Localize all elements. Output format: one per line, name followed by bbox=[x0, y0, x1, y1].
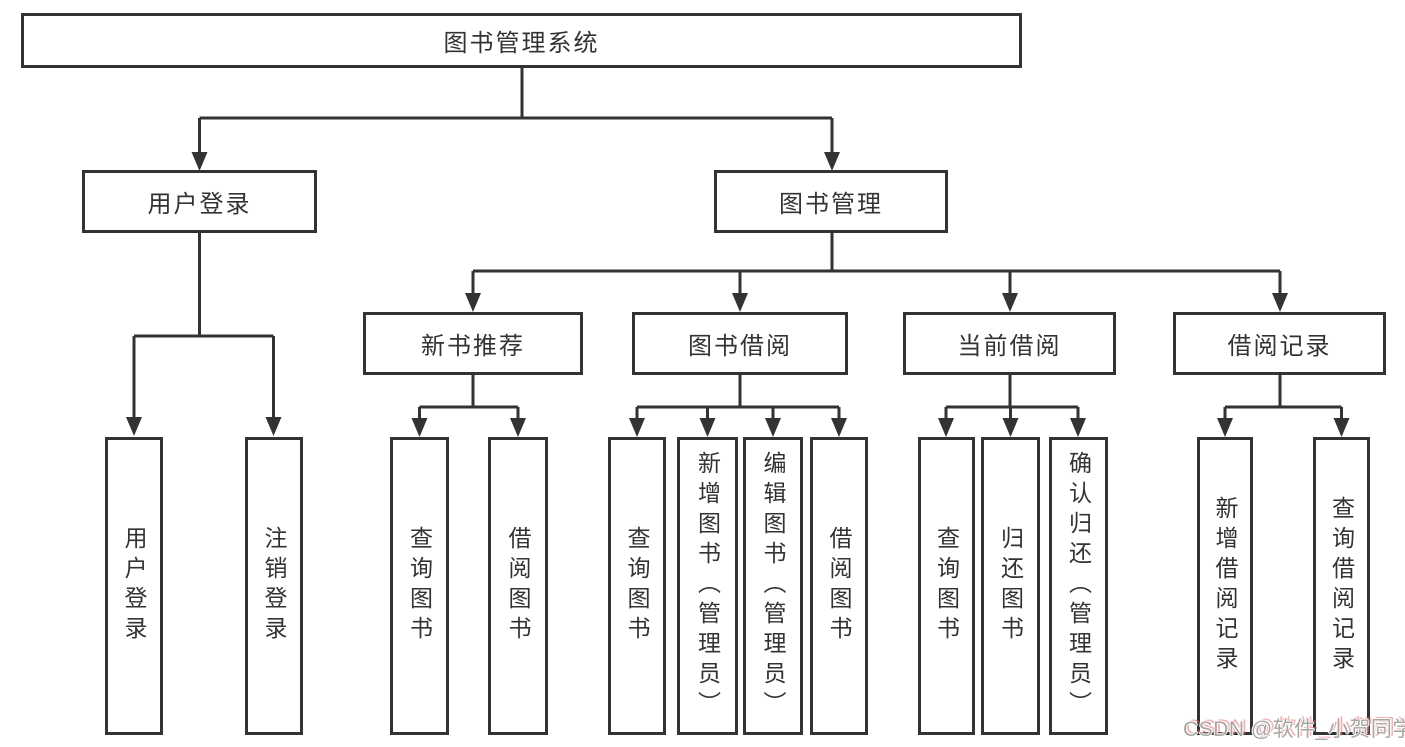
leaf-logout: 注销登录 bbox=[245, 437, 303, 735]
leaf-query-books-borrow: 查询图书 bbox=[608, 437, 666, 735]
leaf-add-book-admin: 新增图书（管理员） bbox=[677, 437, 738, 735]
arrowhead bbox=[191, 152, 208, 171]
leaf-query-books-recommend: 查询图书 bbox=[390, 437, 449, 735]
arrowhead bbox=[465, 293, 481, 312]
connector-lines bbox=[132, 68, 1343, 420]
node-current-borrow: 当前借阅 bbox=[903, 312, 1116, 375]
arrowhead bbox=[510, 418, 526, 437]
leaf-query-borrow-record: 查询借阅记录 bbox=[1313, 437, 1370, 735]
leaf-borrow-books-recommend: 借阅图书 bbox=[488, 437, 548, 735]
arrowhead bbox=[699, 418, 716, 437]
arrowhead bbox=[831, 418, 847, 437]
csdn-watermark: CSDN @软件_小贺同学 bbox=[1183, 718, 1405, 741]
leaf-user-login: 用户登录 bbox=[105, 437, 163, 735]
arrowheads bbox=[126, 152, 1350, 437]
node-root-system: 图书管理系统 bbox=[21, 13, 1022, 68]
leaf-confirm-return-admin: 确认归还（管理员） bbox=[1049, 437, 1108, 735]
arrowhead bbox=[824, 152, 840, 171]
leaf-edit-book-admin: 编辑图书（管理员） bbox=[743, 437, 803, 735]
arrowhead bbox=[126, 417, 142, 436]
node-book-borrow: 图书借阅 bbox=[632, 312, 848, 375]
arrowhead bbox=[411, 418, 428, 437]
arrowhead bbox=[1333, 418, 1350, 437]
arrowhead bbox=[732, 293, 748, 312]
leaf-return-book: 归还图书 bbox=[981, 437, 1040, 735]
leaf-query-books-current: 查询图书 bbox=[918, 437, 975, 735]
arrowhead bbox=[265, 417, 282, 436]
leaf-borrow-books: 借阅图书 bbox=[810, 437, 868, 735]
arrowhead bbox=[765, 418, 781, 437]
arrowhead bbox=[938, 418, 954, 437]
arrowhead bbox=[1002, 293, 1018, 312]
arrowhead bbox=[629, 418, 645, 437]
node-borrow-records: 借阅记录 bbox=[1173, 312, 1386, 375]
arrowhead bbox=[1217, 418, 1233, 437]
arrowhead bbox=[1272, 293, 1288, 312]
node-book-management: 图书管理 bbox=[714, 170, 948, 233]
arrowhead bbox=[1070, 418, 1086, 437]
leaf-add-borrow-record: 新增借阅记录 bbox=[1197, 437, 1253, 735]
node-new-book-recommend: 新书推荐 bbox=[363, 312, 583, 375]
node-user-login: 用户登录 bbox=[82, 170, 317, 233]
arrowhead bbox=[1002, 418, 1019, 437]
